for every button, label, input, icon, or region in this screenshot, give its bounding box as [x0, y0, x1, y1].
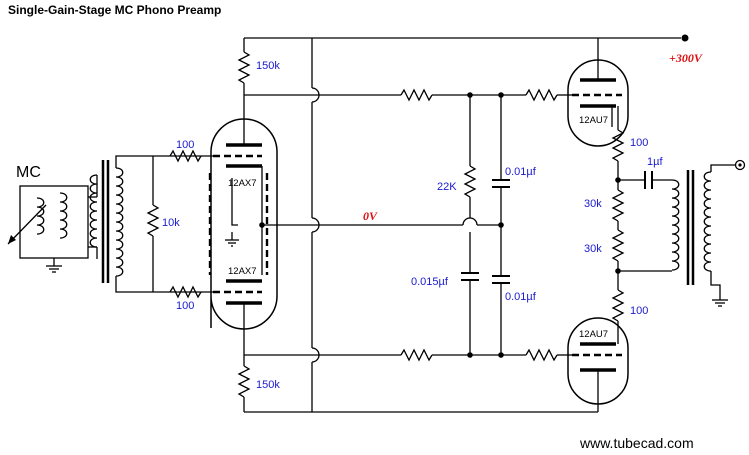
- label-r-input-shunt: 10k: [162, 217, 180, 229]
- output-jack: [734, 159, 746, 171]
- resistor-bottom-series: [400, 348, 433, 362]
- diagram-title: Single-Gain-Stage MC Phono Preamp: [8, 3, 221, 17]
- label-r-out-bottom: 100: [630, 305, 648, 317]
- label-r-out-top: 100: [630, 137, 648, 149]
- label-r-out-mid-bottom: 30k: [584, 243, 602, 255]
- label-r-divider: 22K: [437, 181, 457, 193]
- label-tube-output-top: 12AU7: [579, 115, 608, 126]
- label-tube-output-bottom: 12AU7: [579, 329, 608, 340]
- label-r-grid-bottom: 100: [176, 300, 194, 312]
- resistor-output-mid-top: [611, 189, 625, 222]
- resistor-output-bottom: [611, 289, 625, 322]
- resistor-grid-bottom: [169, 285, 202, 299]
- label-c-filter-bottom: 0.01µf: [505, 291, 537, 303]
- label-tube-input-top: 12AX7: [228, 178, 257, 189]
- resistor-load-bottom: [237, 365, 251, 398]
- label-r-grid-top: 100: [176, 139, 194, 151]
- label-c-coupling: 1µf: [647, 156, 663, 168]
- input-tube-12ax7-pair: [208, 118, 278, 330]
- mc-cartridge-symbol: [7, 185, 89, 273]
- label-c-filter-top: 0.01µf: [505, 166, 537, 178]
- label-tube-input-bottom: 12AX7: [228, 266, 257, 277]
- label-r-load-top: 150k: [256, 60, 280, 72]
- input-transformer: [88, 155, 213, 293]
- resistor-top-series: [400, 88, 433, 102]
- label-c-divider-bottom: 0.015µf: [411, 276, 449, 288]
- resistor-input-shunt: [146, 204, 160, 237]
- website-watermark: www.tubecad.com: [579, 435, 694, 451]
- resistor-output-top: [611, 129, 625, 162]
- supply-voltage-label: +300V: [669, 51, 703, 65]
- output-transformer: [671, 164, 736, 307]
- label-r-out-mid-top: 30k: [584, 198, 602, 210]
- label-r-load-bottom: 150k: [256, 379, 280, 391]
- resistor-top-grid-out: [525, 88, 558, 102]
- ground-rail-label: 0V: [363, 209, 378, 223]
- supply-terminal: [681, 34, 689, 42]
- resistor-bottom-grid-out: [525, 348, 558, 362]
- resistor-divider: [463, 165, 477, 198]
- resistor-grid-top: [169, 149, 202, 163]
- resistor-load-top: [237, 51, 251, 84]
- resistor-output-mid-bottom: [611, 229, 625, 262]
- mc-label: MC: [16, 164, 41, 181]
